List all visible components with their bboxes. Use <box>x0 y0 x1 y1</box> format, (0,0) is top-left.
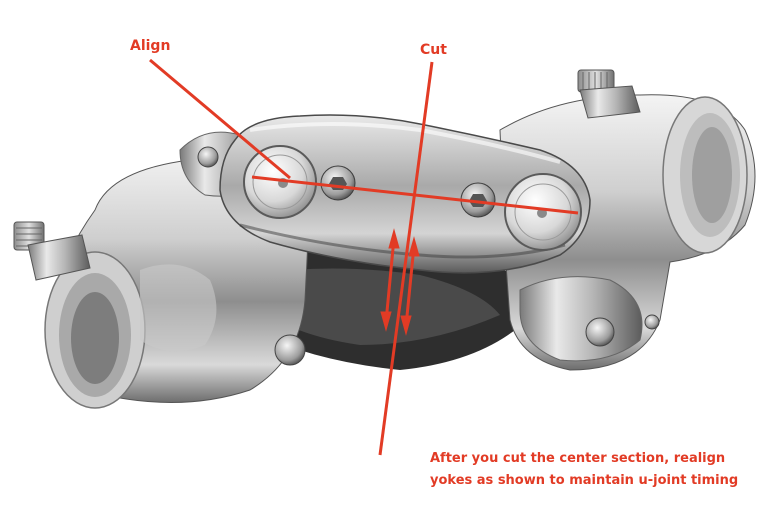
cut-arrowhead-right-bottom <box>400 315 412 336</box>
cut-arrow-line-left <box>384 237 396 323</box>
caption-line-1: After you cut the center section, realig… <box>430 451 726 466</box>
caption-line-2: yokes as shown to maintain u-joint timin… <box>430 473 739 488</box>
align-pointer-line <box>149 58 291 180</box>
align-label: Align <box>130 38 171 54</box>
cut-arrowhead-left-top <box>388 228 400 249</box>
instruction-caption: After you cut the center section, realig… <box>430 448 738 492</box>
left-bearing-cap <box>243 145 317 219</box>
cut-label: Cut <box>420 42 447 58</box>
cut-arrow-line-right <box>404 245 416 327</box>
annotation-marks <box>149 58 579 456</box>
right-stud <box>577 69 641 119</box>
right-bearing-cap <box>504 173 582 251</box>
cut-arrowhead-left-bottom <box>380 311 392 332</box>
left-cap-bolt <box>320 165 356 201</box>
cut-pointer-line <box>378 61 434 456</box>
cut-arrowhead-right-top <box>408 236 420 257</box>
left-stud <box>13 221 91 281</box>
